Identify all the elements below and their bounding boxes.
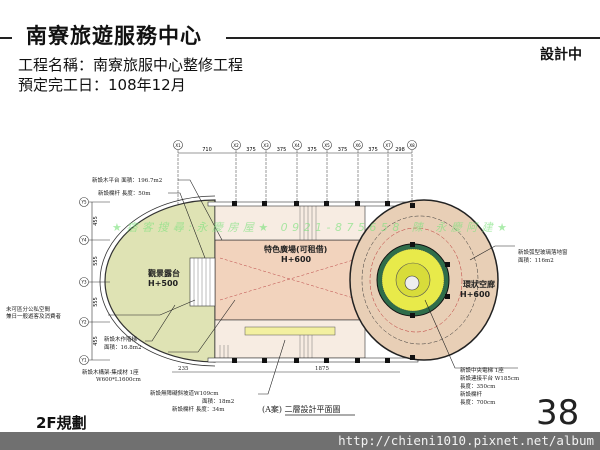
floor-plan-drawing: X1 710 X2 375 X3 375 X4 375 X5 375 X6 375 X7 298 X8 Y5… (6, 140, 568, 416)
note-elev-5: 長度：700cm (460, 398, 496, 406)
title-rule-left (0, 37, 12, 39)
project-name: 工程名稱：南寮旅服中心整修工程 (18, 56, 244, 74)
footer-bar (0, 432, 600, 450)
x-grid-label: X3 (263, 143, 269, 148)
note-elev-3: 長度：350cm (460, 382, 496, 390)
note-frame-1: 新設木構架-集成材 1座 (82, 368, 139, 376)
completion-date: 預定完工日：108年12月 (18, 76, 186, 94)
bottom-dim-1: 235 (178, 366, 189, 372)
x-grid-bubble (231, 140, 241, 150)
x-grid-label: X2 (233, 143, 239, 148)
x-grid-bubble (292, 140, 302, 150)
x-grid-bubble (353, 140, 363, 150)
note-ramp-3: 新設欄杆 長度：34m (172, 405, 225, 413)
note-ramp-2: 面積：18m2 (202, 397, 234, 405)
x-grid-label: X5 (324, 143, 330, 148)
ring-label: 環狀空廊 (463, 279, 495, 289)
terrace-label: 觀景露台 (148, 268, 180, 278)
y-dim-label: 555 (93, 256, 99, 266)
y-grid-bubble (79, 197, 89, 207)
y-dim-label: 555 (93, 297, 99, 307)
y-grid-bubble (79, 317, 89, 327)
note-glass-2: 面積：116m2 (518, 256, 554, 264)
plaza-label: 特色廣場(可租借) (264, 244, 327, 254)
x-grid-bubble (383, 140, 393, 150)
y-grid-label: Y1 (81, 358, 87, 363)
note-frame-2: W600*L1600cm (96, 377, 142, 383)
x-grid-label: X7 (385, 143, 391, 148)
ring-height: H+600 (460, 290, 491, 299)
note-public-2: 兼日一般遊客及消費者 (6, 312, 62, 320)
x-dim-label: 375 (277, 147, 287, 153)
note-deck: 新設木平台 面積：196.7m2 (92, 176, 162, 184)
note-railing: 新設欄杆 長度：50m (98, 189, 151, 197)
x-dim-label: 710 (202, 147, 212, 153)
note-glass-1: 新設弧型玻璃落地窗 (518, 248, 568, 256)
terrace-area (104, 199, 216, 363)
terrace-height: H+500 (148, 279, 179, 288)
x-grid-bubble (261, 140, 271, 150)
x-grid-label: X8 (409, 143, 415, 148)
y-grid-bubble (79, 277, 89, 287)
y-grid-label: Y2 (81, 320, 87, 325)
y-dim-label: 455 (93, 216, 99, 226)
note-elev-1: 新設中央電梯 1座 (460, 366, 504, 374)
x-dim-label: 298 (395, 147, 405, 153)
x-grid-label: X6 (355, 143, 361, 148)
plaza-area (214, 239, 366, 321)
y-grid-bubble (79, 235, 89, 245)
x-dim-label: 375 (246, 147, 256, 153)
note-elev-4: 新設欄杆 (460, 390, 483, 398)
x-grid-bubble (407, 140, 417, 150)
page-number: 38 (536, 393, 580, 433)
page-section-label: 2F規劃 (36, 414, 87, 432)
title-rule-right (226, 37, 600, 39)
y-grid-bubble (79, 355, 89, 365)
note-public-1: 未可區分公私空間 (6, 305, 51, 313)
x-grid-bubble (173, 140, 183, 150)
bottom-dim-2: 1875 (315, 366, 329, 372)
status-label: 設計中 (540, 47, 582, 63)
x-dim-label: 375 (307, 147, 317, 153)
y-grid-label: Y5 (81, 200, 87, 205)
y-grid-label: Y3 (81, 280, 87, 285)
x-dim-label: 375 (368, 147, 378, 153)
note-stairs-2: 面積：16.8m2 (104, 343, 141, 351)
x-grid-label: X4 (294, 143, 300, 148)
elevator-icon (404, 275, 420, 291)
note-elev-2: 新設連接平台 W185cm (460, 374, 520, 382)
note-stairs-1: 新設木作階梯 (104, 335, 138, 343)
plan-caption: (A案) 二層設計平面圖 (262, 404, 341, 414)
y-grid-label: Y4 (81, 238, 87, 243)
x-grid-bubble (322, 140, 332, 150)
footer-url: http://chieni1010.pixnet.net/album (338, 433, 594, 448)
page-title: 南寮旅遊服務中心 (26, 24, 202, 48)
plaza-height: H+600 (281, 255, 312, 264)
note-ramp-1: 新設無障礙斜坡道W109cm (150, 389, 219, 397)
x-dim-label: 375 (338, 147, 348, 153)
y-dim-label: 455 (93, 336, 99, 346)
x-grid-label: X1 (175, 143, 181, 148)
